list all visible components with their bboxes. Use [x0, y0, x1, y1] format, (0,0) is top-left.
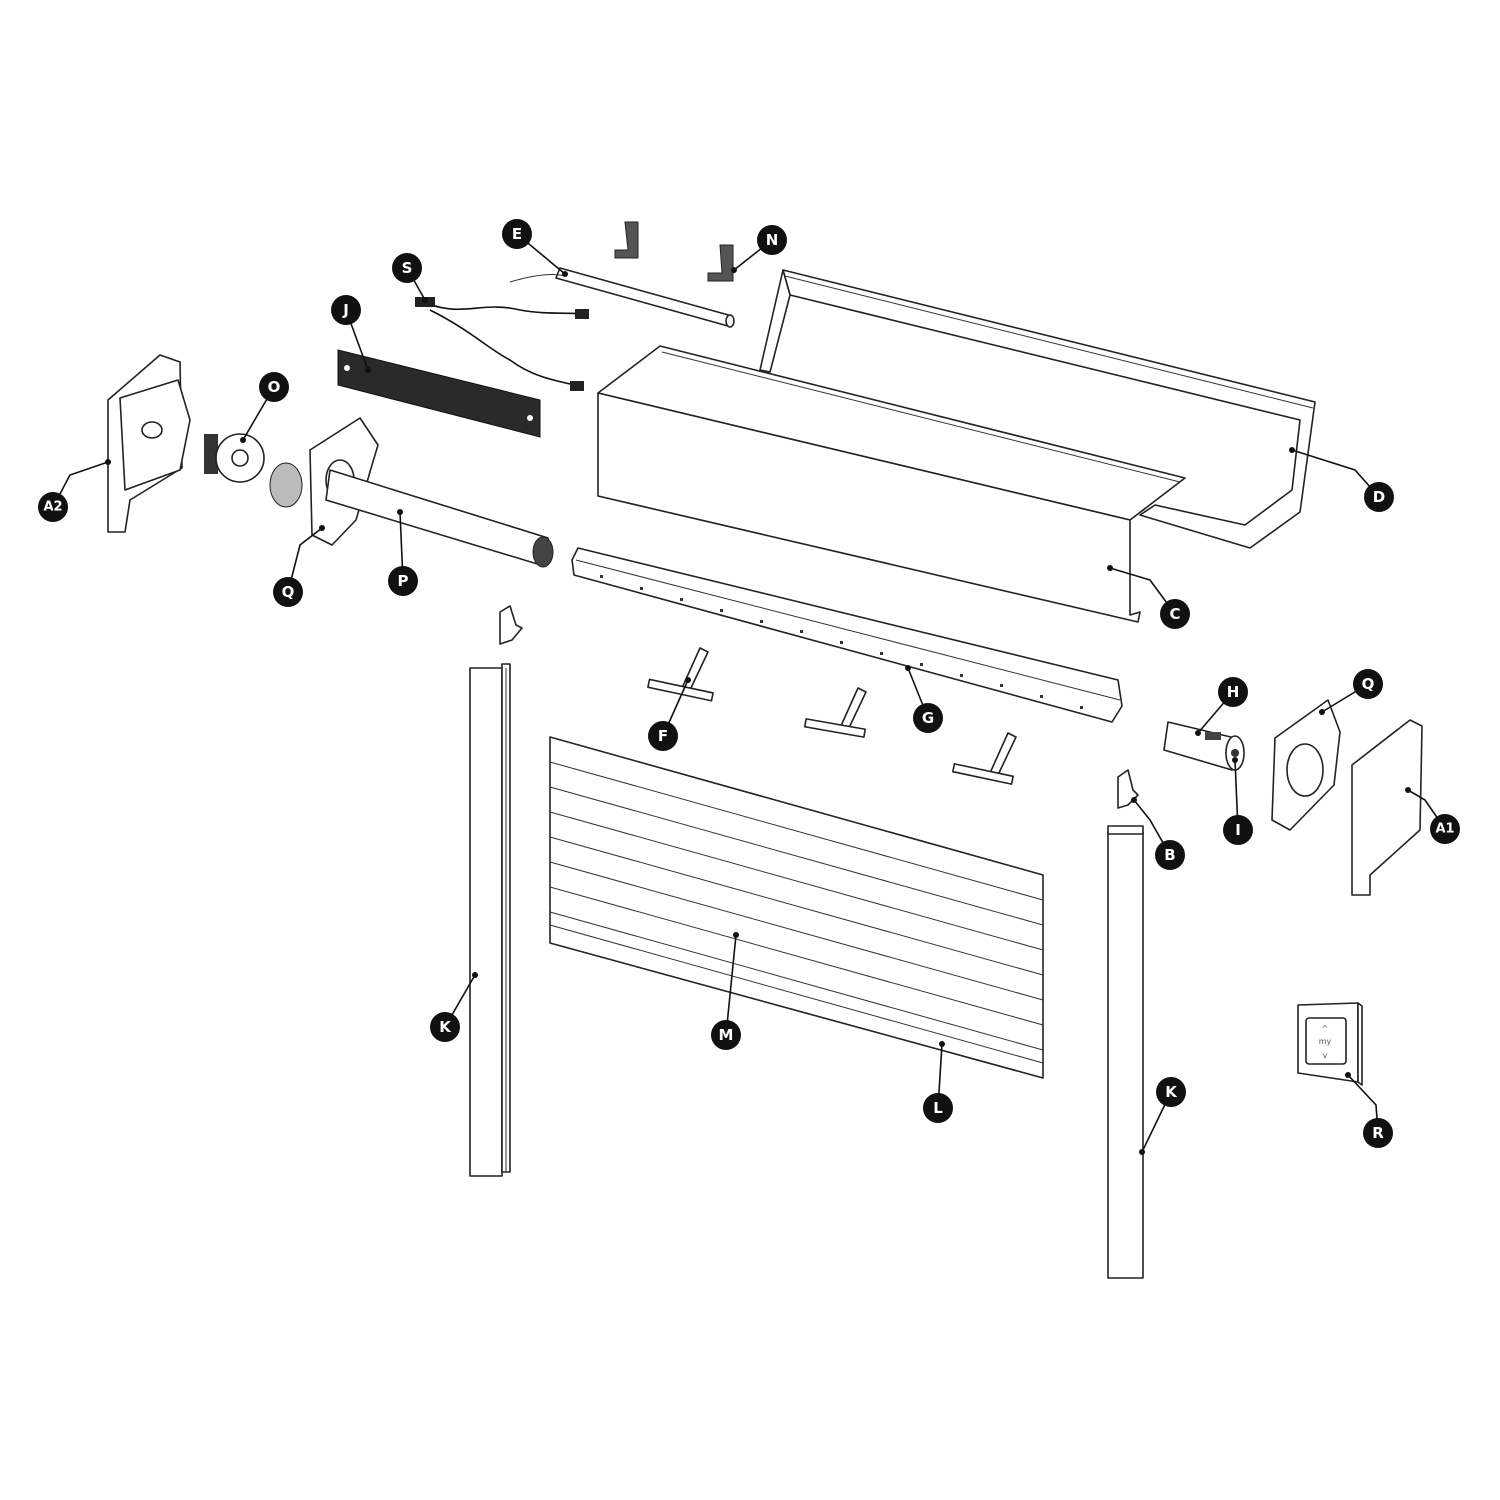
- label-a2: A2: [38, 492, 68, 522]
- part-o-adapter: [204, 433, 265, 483]
- label-q-right: Q: [1353, 669, 1383, 699]
- svg-text:R: R: [1372, 1124, 1384, 1142]
- part-n-hooks: [614, 221, 734, 282]
- label-l: L: [923, 1093, 953, 1123]
- part-e-rod: [509, 267, 735, 328]
- part-m-slats: [549, 736, 1044, 1079]
- svg-text:N: N: [766, 231, 779, 249]
- part-k-rail-right: [1107, 825, 1144, 1279]
- part-g-tube: [571, 547, 1123, 723]
- svg-text:H: H: [1227, 683, 1240, 701]
- label-f: F: [648, 721, 678, 751]
- label-r: R: [1363, 1118, 1393, 1148]
- svg-text:M: M: [719, 1026, 734, 1044]
- svg-text:E: E: [512, 225, 522, 243]
- remote-my-label: my: [1319, 1037, 1332, 1046]
- svg-text:A1: A1: [1435, 822, 1454, 837]
- part-a1-endplate: [1351, 719, 1423, 896]
- svg-text:F: F: [658, 727, 668, 745]
- remote-down-symbol: v: [1323, 1051, 1328, 1060]
- svg-text:G: G: [922, 709, 934, 727]
- svg-text:K: K: [439, 1018, 452, 1036]
- label-j: J: [331, 295, 361, 325]
- part-c-cover: [597, 345, 1186, 623]
- label-q-left: Q: [273, 577, 303, 607]
- label-c: C: [1160, 599, 1190, 629]
- label-n: N: [757, 225, 787, 255]
- part-a2-endplate: [107, 354, 191, 533]
- label-b: B: [1155, 840, 1185, 870]
- remote-up-symbol: ^: [1322, 1024, 1329, 1033]
- svg-text:C: C: [1169, 605, 1180, 623]
- part-k-rail-left: [469, 663, 511, 1177]
- svg-text:P: P: [398, 572, 409, 590]
- part-h-motor-head: [1163, 721, 1245, 771]
- svg-text:Q: Q: [1362, 675, 1375, 693]
- svg-text:J: J: [342, 301, 349, 319]
- svg-text:A2: A2: [43, 500, 62, 515]
- label-d: D: [1364, 482, 1394, 512]
- svg-text:I: I: [1235, 821, 1241, 839]
- part-r-remote: ^ my v: [1297, 1002, 1363, 1086]
- part-p-motor-tube: [325, 469, 554, 568]
- label-o: O: [259, 372, 289, 402]
- svg-text:S: S: [402, 259, 413, 277]
- svg-text:Q: Q: [282, 583, 295, 601]
- part-j-solar-panel: [337, 349, 541, 438]
- label-m: M: [711, 1020, 741, 1050]
- svg-text:B: B: [1164, 846, 1175, 864]
- label-h: H: [1218, 677, 1248, 707]
- part-q-right-plate: [1271, 699, 1341, 831]
- label-g: G: [913, 703, 943, 733]
- svg-text:D: D: [1373, 488, 1385, 506]
- svg-text:L: L: [933, 1099, 943, 1117]
- label-a1: A1: [1430, 814, 1460, 844]
- label-i: I: [1223, 815, 1253, 845]
- label-s: S: [392, 253, 422, 283]
- label-p: P: [388, 566, 418, 596]
- label-e: E: [502, 219, 532, 249]
- label-k-right: K: [1156, 1077, 1186, 1107]
- svg-text:K: K: [1165, 1083, 1178, 1101]
- label-k-left: K: [430, 1012, 460, 1042]
- svg-text:O: O: [268, 378, 281, 396]
- part-d-gutter: [759, 269, 1316, 549]
